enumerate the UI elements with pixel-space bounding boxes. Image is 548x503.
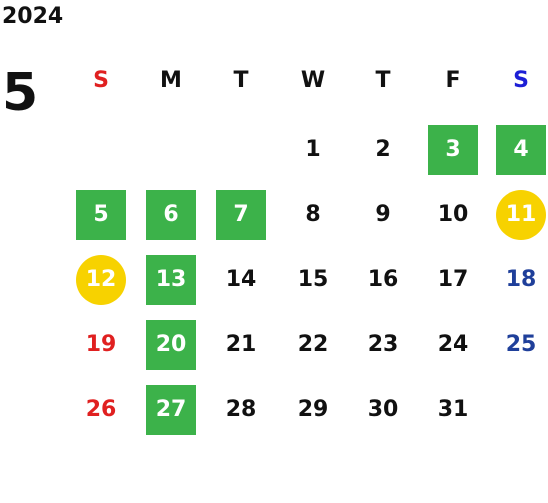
weekday-header: S: [513, 68, 529, 93]
weekday-header: M: [160, 68, 182, 93]
weekday-header: S: [93, 68, 109, 93]
day-cell[interactable]: 22: [297, 332, 329, 357]
day-cell[interactable]: 8: [305, 202, 321, 227]
day-cell[interactable]: 23: [367, 332, 399, 357]
day-cell[interactable]: 20: [146, 320, 196, 370]
weekday-header: W: [300, 68, 326, 93]
day-cell[interactable]: 6: [146, 190, 196, 240]
day-cell[interactable]: 30: [367, 397, 399, 422]
day-cell[interactable]: 19: [85, 332, 117, 357]
day-cell[interactable]: 10: [437, 202, 469, 227]
day-cell[interactable]: 29: [297, 397, 329, 422]
day-cell[interactable]: 15: [297, 267, 329, 292]
weekday-header: F: [445, 68, 461, 93]
day-cell[interactable]: 7: [216, 190, 266, 240]
day-cell[interactable]: 24: [437, 332, 469, 357]
weekday-header: T: [375, 68, 391, 93]
day-cell[interactable]: 26: [85, 397, 117, 422]
day-cell[interactable]: 16: [367, 267, 399, 292]
month-number: 5: [2, 63, 39, 123]
day-cell[interactable]: 17: [437, 267, 469, 292]
day-cell[interactable]: 28: [225, 397, 257, 422]
day-cell[interactable]: 3: [428, 125, 478, 175]
day-cell[interactable]: 31: [437, 397, 469, 422]
day-cell[interactable]: 5: [76, 190, 126, 240]
day-cell[interactable]: 13: [146, 255, 196, 305]
day-cell[interactable]: 4: [496, 125, 546, 175]
weekday-header: T: [233, 68, 249, 93]
year-label: 2024: [2, 4, 64, 29]
day-cell[interactable]: 14: [225, 267, 257, 292]
day-cell[interactable]: 9: [375, 202, 391, 227]
day-cell[interactable]: 25: [505, 332, 537, 357]
day-cell[interactable]: 27: [146, 385, 196, 435]
day-cell[interactable]: 18: [505, 267, 537, 292]
day-cell[interactable]: 12: [76, 255, 126, 305]
day-cell[interactable]: 11: [496, 190, 546, 240]
day-cell[interactable]: 1: [305, 137, 321, 162]
day-cell[interactable]: 2: [375, 137, 391, 162]
day-cell[interactable]: 21: [225, 332, 257, 357]
